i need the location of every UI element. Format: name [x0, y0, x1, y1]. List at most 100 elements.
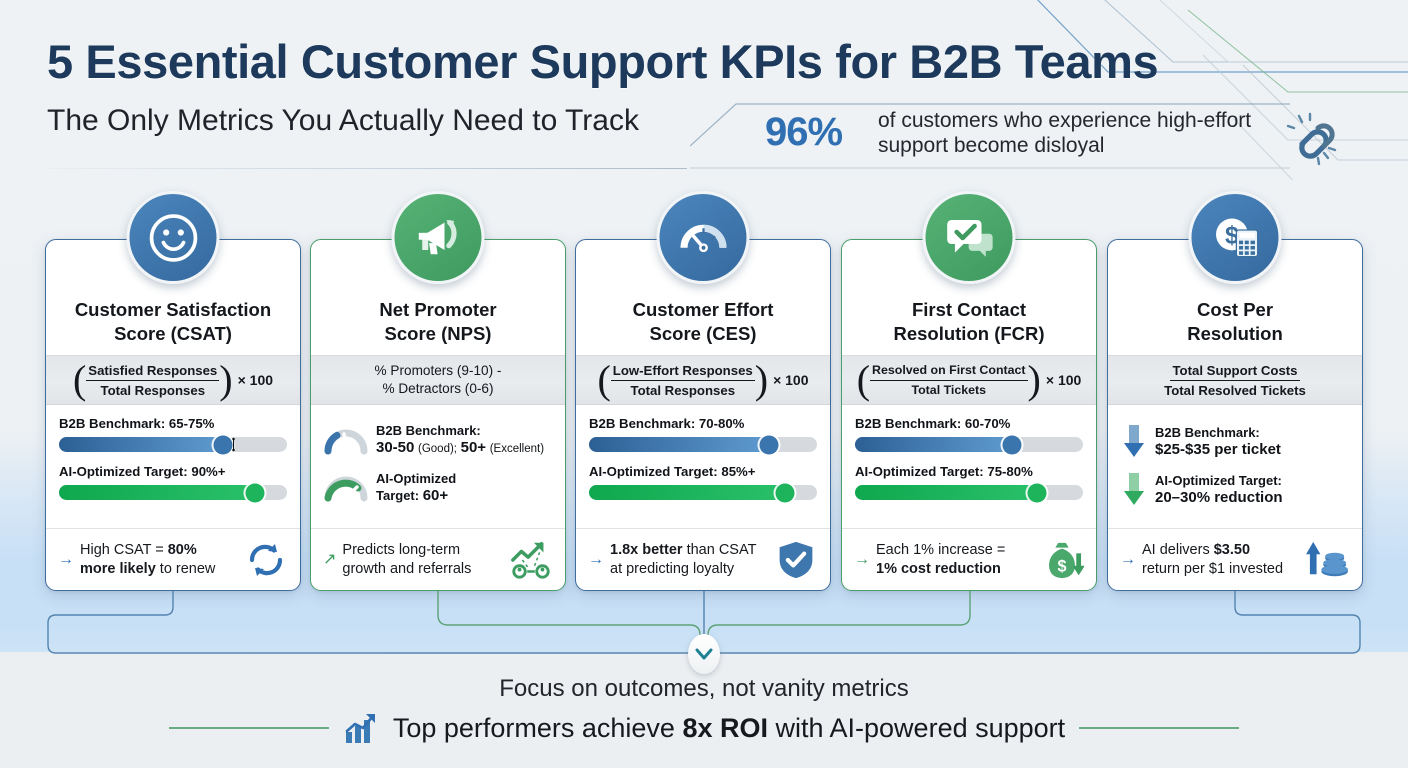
speedometer-icon — [656, 191, 750, 284]
arrow-right-icon: → — [588, 550, 604, 568]
footer-tagline: Focus on outcomes, not vanity metrics — [499, 675, 909, 702]
card-body: B2B Benchmark: 70-80% AI-Optimized Targe… — [576, 406, 830, 530]
benchmark-bar-fill — [589, 437, 770, 452]
target-bar-knob[interactable] — [775, 483, 795, 502]
stat-description: of customers who experience high-effort … — [878, 109, 1252, 157]
refresh-cycle-icon — [249, 543, 283, 576]
broken-link-icon — [1286, 112, 1337, 166]
target-label: AI-Optimized Target: 85%+ — [589, 464, 756, 479]
svg-text:$: $ — [1057, 557, 1066, 575]
card-body: B2B Benchmark: 65-75% AI-Optimized Targe… — [46, 406, 300, 530]
target-value: Target: 60+ — [376, 487, 449, 504]
shield-check-icon — [779, 541, 813, 578]
target-label: AI-Optimized Target: 75-80% — [855, 464, 1033, 479]
footer-rule-right — [1079, 727, 1240, 729]
stat-panel-outline — [690, 103, 1290, 169]
formula-numerator: Low-Effort Responses — [610, 362, 755, 381]
benchmark-value: 30-50 (Good); 50+ (Excellent) — [376, 439, 545, 456]
formula-band: % Promoters (9-10) - % Detractors (0-6) — [311, 355, 565, 405]
megaphone-icon — [391, 191, 485, 284]
svg-text:$: $ — [1225, 222, 1239, 249]
target-progress-bar[interactable] — [589, 483, 817, 502]
benchmark-progress-bar[interactable] — [589, 435, 817, 454]
chat-check-icon — [922, 191, 1016, 284]
target-bar-knob[interactable] — [1027, 483, 1047, 502]
formula-numerator: Satisfied Responses — [86, 362, 220, 381]
insight-text: High CSAT = 80%more likely to renew — [80, 541, 216, 577]
stat-number: 96% — [765, 110, 843, 154]
target-progress-bar[interactable] — [59, 483, 287, 502]
benchmark-label: B2B Benchmark: 65-75% — [59, 416, 215, 431]
formula-band: ( Resolved on First Contact Total Ticket… — [842, 355, 1096, 405]
target-bar-knob[interactable] — [245, 483, 265, 502]
green-gauge-icon — [324, 476, 368, 502]
benchmark-bar-knob[interactable] — [759, 435, 779, 454]
formula-numerator: Resolved on First Contact — [870, 362, 1028, 381]
paren-open: ( — [597, 357, 611, 402]
header-divider — [47, 168, 687, 169]
slider-cursor-marker — [232, 437, 236, 452]
benchmark-label: B2B Benchmark: — [376, 423, 481, 438]
benchmark-label: B2B Benchmark: 70-80% — [589, 416, 745, 431]
chevron-down-icon — [695, 648, 713, 660]
card-body: B2B Benchmark: 60-70% AI-Optimized Targe… — [842, 406, 1096, 530]
benchmark-bar-knob[interactable] — [213, 435, 233, 454]
benchmark-value: $25-$35 per ticket — [1155, 441, 1281, 458]
page-title: 5 Essential Customer Support KPIs for B2… — [47, 35, 1159, 88]
benchmark-progress-bar[interactable] — [59, 435, 287, 454]
formula-denominator: Total Resolved Tickets — [1164, 382, 1306, 398]
footer-chevron-badge[interactable] — [688, 634, 720, 674]
paren-close: ) — [1027, 357, 1041, 402]
blue-gauge-icon — [324, 429, 368, 455]
benchmark-bar-knob[interactable] — [1002, 435, 1022, 454]
formula-numerator: Total Support Costs — [1170, 362, 1300, 381]
card-connector-lines — [47, 591, 1361, 655]
green-down-arrow-icon — [1124, 473, 1144, 505]
card-body: B2B Benchmark: $25-$35 per ticket AI-Opt… — [1108, 406, 1362, 530]
footer-roi-statement: Top performers achieve 8x ROI with AI-po… — [392, 712, 1066, 743]
insight-zone: → Each 1% increase =1% cost reduction $ — [842, 528, 1096, 590]
coins-up-icon — [1306, 541, 1348, 576]
target-label: AI-Optimized Target: 90%+ — [59, 464, 226, 479]
card-body: B2B Benchmark: 30-50 (Good); 50+ (Excell… — [311, 406, 565, 530]
formula-band: ( Satisfied Responses Total Responses ) … — [46, 355, 300, 405]
paren-close: ) — [219, 357, 233, 402]
formula-suffix: × 100 — [1045, 372, 1082, 388]
benchmark-progress-bar[interactable] — [855, 435, 1083, 454]
growth-referrals-icon — [511, 541, 550, 579]
benchmark-bar-fill — [59, 437, 224, 452]
formula-denominator: Total Tickets — [911, 382, 987, 397]
key-stat-panel: 96% of customers who experience high-eff… — [690, 100, 1337, 172]
target-label: AI-Optimized — [376, 471, 457, 486]
formula-band: ( Low-Effort Responses Total Responses )… — [576, 355, 830, 405]
formula-suffix: × 100 — [237, 372, 274, 388]
arrow-right-icon: → — [854, 550, 870, 568]
paren-open: ( — [856, 357, 871, 402]
formula-band: Total Support Costs Total Resolved Ticke… — [1108, 355, 1362, 405]
page-subtitle: The Only Metrics You Actually Need to Tr… — [47, 104, 639, 137]
benchmark-bar-fill — [855, 437, 1013, 452]
arrow-up-right-icon: ↗ — [323, 550, 337, 568]
target-progress-bar[interactable] — [855, 483, 1083, 502]
target-bar-fill — [855, 485, 1038, 500]
target-bar-fill — [589, 485, 786, 500]
formula-denominator: Total Responses — [630, 382, 736, 398]
paren-open: ( — [72, 357, 87, 402]
dollar-calculator-icon: $ — [1188, 191, 1282, 284]
money-bag-down-icon: $ — [1049, 542, 1084, 578]
bar-chart-up-icon — [345, 714, 375, 743]
smiley-face-icon — [126, 191, 220, 284]
arrow-right-icon: → — [58, 550, 74, 568]
